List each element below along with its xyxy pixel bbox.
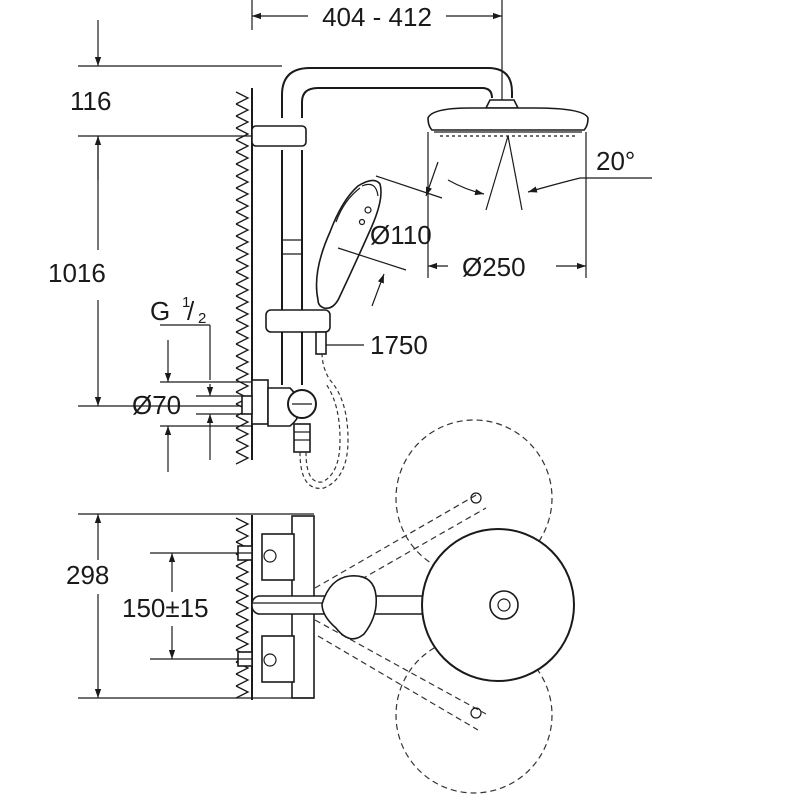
wall-hatch-mark — [235, 319, 250, 333]
wall-hatch-mark — [235, 601, 250, 615]
wall-hatch-mark — [235, 91, 250, 105]
dim-hose-length: 1750 — [370, 330, 428, 360]
dim-bar-height: 1016 — [48, 258, 106, 288]
dim-hand-shower: Ø110 — [370, 220, 432, 250]
wall-hatch-mark — [235, 235, 250, 249]
wall-hatch-mark — [235, 439, 250, 453]
wall-hatch-mark — [235, 259, 250, 273]
wall-hatch-mark — [235, 589, 250, 603]
dim-top-offset: 116 — [70, 86, 111, 116]
wall-hatch-mark — [235, 343, 250, 357]
wall-hatch-mark — [235, 295, 250, 309]
wall-hatch-mark — [235, 517, 250, 531]
wall-hatch-mark — [235, 625, 250, 639]
wall-hatch-mark — [235, 367, 250, 381]
wall-hatch-mark — [235, 223, 250, 237]
dim-arm-projection: 404 - 412 — [322, 2, 432, 32]
dim-valve-width: 298 — [66, 560, 109, 590]
wall-hatch-mark — [235, 307, 250, 321]
wall-hatch-mark — [235, 211, 250, 225]
dim-thread-letter: G — [150, 296, 170, 326]
wall-hatch-mark — [235, 283, 250, 297]
shower-column — [241, 67, 589, 489]
wall-hatch-mark — [235, 637, 250, 651]
dim-rosette: Ø70 — [132, 390, 181, 420]
dim-head-shower: Ø250 — [462, 252, 526, 282]
wall-hatch-mark — [235, 565, 250, 579]
wall-top-view — [235, 515, 253, 700]
wall-hatch-mark — [235, 331, 250, 345]
wall-hatch-mark — [235, 355, 250, 369]
wall-hatch-mark — [235, 427, 250, 441]
dim-thread-sub: 2 — [198, 310, 206, 327]
wall-hatch-mark — [235, 187, 250, 201]
wall-hatch-mark — [235, 139, 250, 153]
dim-thread: G 1 / 2 — [150, 294, 206, 327]
wall-hatch-mark — [235, 685, 250, 699]
wall-hatch-mark — [235, 451, 250, 465]
dimension-lines — [78, 0, 652, 699]
wall-hatch-mark — [235, 127, 250, 141]
top-view — [237, 419, 575, 794]
wall-hatch-mark — [235, 673, 250, 687]
dimension-labels: 404 - 412 116 1016 20° Ø110 Ø250 1750 G … — [48, 2, 635, 623]
wall-hatch-mark — [235, 247, 250, 261]
wall-hatch-mark — [235, 151, 250, 165]
wall-hatch-mark — [235, 199, 250, 213]
dim-thread-sup: 1 — [182, 294, 190, 311]
dim-tilt-angle: 20° — [596, 146, 635, 176]
dim-thread-slash: / — [187, 296, 195, 326]
wall-hatch-mark — [235, 163, 250, 177]
dim-centres: 150±15 — [122, 593, 209, 623]
wall-hatch-mark — [235, 115, 250, 129]
wall-hatch-mark — [235, 103, 250, 117]
wall-hatch-mark — [235, 271, 250, 285]
wall-hatch-mark — [235, 175, 250, 189]
wall-hatch-mark — [235, 613, 250, 627]
wall-hatch-mark — [235, 529, 250, 543]
wall-hatch-mark — [235, 577, 250, 591]
